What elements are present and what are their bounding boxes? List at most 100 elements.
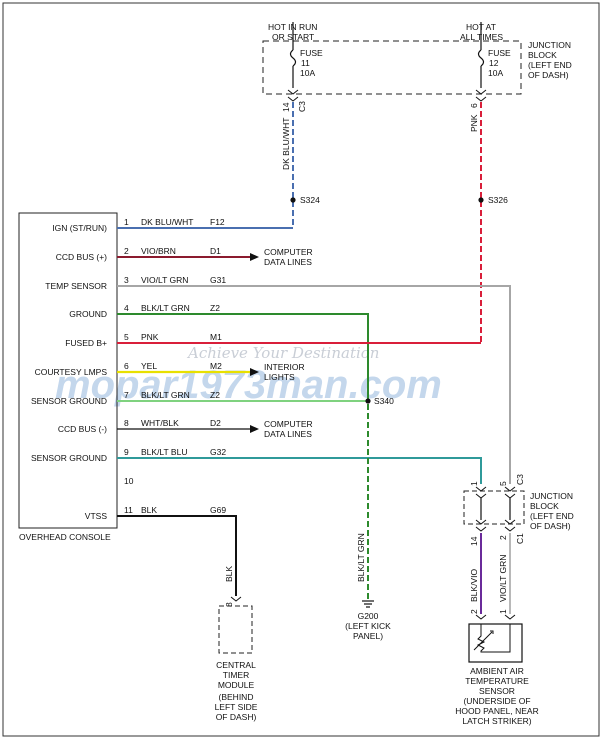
arrow-interior-label-1: INTERIOR bbox=[264, 362, 305, 372]
timer-label-5: LEFT SIDE bbox=[215, 702, 258, 712]
wire-pin-3 bbox=[117, 285, 511, 484]
jb2-pin-2: 2 bbox=[498, 535, 508, 540]
wire-pin-11 bbox=[117, 515, 237, 596]
pin-5-number: 5 bbox=[124, 332, 129, 342]
arrow-ccd-minus-label-2: DATA LINES bbox=[264, 429, 312, 439]
sensor-label-4: (UNDERSIDE OF bbox=[463, 696, 530, 706]
pin-3-circuit: G31 bbox=[210, 275, 226, 285]
fuse-block-label-2: BLOCK bbox=[528, 50, 557, 60]
fuse-block-label-1: JUNCTION bbox=[528, 40, 571, 50]
jb2-pin-1: 1 bbox=[469, 481, 479, 486]
pin-7-circuit: Z2 bbox=[210, 390, 220, 400]
wire-dk-blu-wht-label: DK BLU/WHT bbox=[281, 118, 291, 170]
timer-connector-chevron bbox=[230, 596, 242, 602]
overhead-console: OVERHEAD CONSOLE IGN (ST/RUN) CCD BUS (+… bbox=[18, 212, 118, 542]
jb2-label-1: JUNCTION bbox=[530, 491, 573, 501]
fuse-12-symbol bbox=[477, 49, 485, 67]
pin-7-number: 7 bbox=[124, 390, 129, 400]
console-pin-1-name: IGN (ST/RUN) bbox=[52, 223, 107, 233]
pin-9-number: 9 bbox=[124, 447, 129, 457]
jb2-pin-5: 5 bbox=[498, 481, 508, 486]
pin-6-number: 6 bbox=[124, 361, 129, 371]
pin-4-number: 4 bbox=[124, 303, 129, 313]
console-pin-6-name: COURTESY LMPS bbox=[35, 367, 108, 377]
sensor-connector-chevron-right bbox=[504, 614, 516, 620]
splice-s340-label: S340 bbox=[374, 396, 394, 406]
pin-9-circuit: G32 bbox=[210, 447, 226, 457]
pin-6-color: YEL bbox=[141, 361, 157, 371]
fuse-block-header-right-2: ALL TIMES bbox=[460, 32, 503, 42]
fuse-11-label-1: FUSE bbox=[300, 48, 323, 58]
pin-1-color: DK BLU/WHT bbox=[141, 217, 193, 227]
sensor-label-2: TEMPERATURE bbox=[465, 676, 529, 686]
fuse-11-symbol bbox=[289, 49, 297, 67]
arrow-ccd-minus-label-1: COMPUTER bbox=[264, 419, 313, 429]
console-pin-5-name: FUSED B+ bbox=[65, 338, 107, 348]
splice-s324 bbox=[290, 197, 296, 203]
pin-8-number: 8 bbox=[124, 418, 129, 428]
pin-7-color: BLK/LT GRN bbox=[141, 390, 190, 400]
junction-block-lower bbox=[463, 486, 525, 532]
console-pin-11-name: VTSS bbox=[85, 511, 108, 521]
sensor-connector-chevron-left bbox=[475, 614, 487, 620]
fuse-block-label-4: OF DASH) bbox=[528, 70, 569, 80]
pin-5-color: PNK bbox=[141, 332, 159, 342]
sensor-pin-2: 2 bbox=[469, 609, 479, 614]
console-pin-7-name: SENSOR GROUND bbox=[31, 396, 107, 406]
jb2-conn-c3: C3 bbox=[515, 474, 525, 485]
sensor-label-5: HOOD PANEL, NEAR bbox=[455, 706, 538, 716]
sensor-wire-right-label: VIO/LT GRN bbox=[498, 555, 508, 602]
console-pin-3-name: TEMP SENSOR bbox=[45, 281, 107, 291]
jb2-label-3: (LEFT END bbox=[530, 511, 574, 521]
pin-4-circuit: Z2 bbox=[210, 303, 220, 313]
fuse-junction-block: HOT IN RUN OR START HOT AT ALL TIMES JUN… bbox=[262, 22, 572, 112]
fuse-12-label-3: 10A bbox=[488, 68, 503, 78]
pin-3-color: VIO/LT GRN bbox=[141, 275, 188, 285]
arrow-ccd-plus bbox=[250, 253, 259, 261]
pin-5-circuit: M1 bbox=[210, 332, 222, 342]
pin-6-circuit: M2 bbox=[210, 361, 222, 371]
ground-label-2: (LEFT KICK bbox=[345, 621, 391, 631]
pin-2-color: VIO/BRN bbox=[141, 246, 176, 256]
console-pin-4-name: GROUND bbox=[69, 309, 107, 319]
console-title: OVERHEAD CONSOLE bbox=[19, 532, 111, 542]
timer-label-6: OF DASH) bbox=[216, 712, 257, 722]
ground-label-3: PANEL) bbox=[353, 631, 383, 641]
sensor-label-3: SENSOR bbox=[479, 686, 515, 696]
timer-label-3: MODULE bbox=[218, 680, 255, 690]
pin-9-color: BLK/LT BLU bbox=[141, 447, 187, 457]
pin-1-number: 1 bbox=[124, 217, 129, 227]
arrow-ccd-minus bbox=[250, 425, 259, 433]
pin-3-number: 3 bbox=[124, 275, 129, 285]
timer-label-4: (BEHIND bbox=[219, 692, 254, 702]
sensor-label-6: LATCH STRIKER) bbox=[462, 716, 531, 726]
watermark-tagline: Achieve Your Destination bbox=[186, 344, 379, 362]
console-pin-8-name: CCD BUS (-) bbox=[58, 424, 107, 434]
pin-8-circuit: D2 bbox=[210, 418, 221, 428]
pin-2-circuit: D1 bbox=[210, 246, 221, 256]
pin-4-color: BLK/LT GRN bbox=[141, 303, 190, 313]
sensor-wire-left-label: BLK/VIO bbox=[469, 569, 479, 602]
wire-pin-4 bbox=[117, 313, 369, 401]
watermark-site: mopar1973man.com bbox=[55, 363, 442, 407]
timer-label-2: TIMER bbox=[223, 670, 249, 680]
wire-pnk-label: PNK bbox=[469, 114, 479, 132]
splice-s340 bbox=[365, 398, 371, 404]
arrow-interior-label-2: LIGHTS bbox=[264, 372, 295, 382]
fuse-12-label-2: 12 bbox=[489, 58, 499, 68]
sensor-pin-1: 1 bbox=[498, 609, 508, 614]
fuse-conn-c3: C3 bbox=[297, 101, 307, 112]
splice-s326-label: S326 bbox=[488, 195, 508, 205]
splice-s326 bbox=[478, 197, 484, 203]
pin-1-circuit: F12 bbox=[210, 217, 225, 227]
wire-pin-9 bbox=[117, 457, 482, 484]
fuse-pin-6: 6 bbox=[469, 103, 479, 108]
fuse-11-label-3: 10A bbox=[300, 68, 315, 78]
timer-pin-8: 8 bbox=[224, 602, 234, 607]
ground-symbol bbox=[362, 600, 374, 608]
pin-2-number: 2 bbox=[124, 246, 129, 256]
pin-10-number: 10 bbox=[124, 476, 134, 486]
sensor-label-1: AMBIENT AIR bbox=[470, 666, 524, 676]
